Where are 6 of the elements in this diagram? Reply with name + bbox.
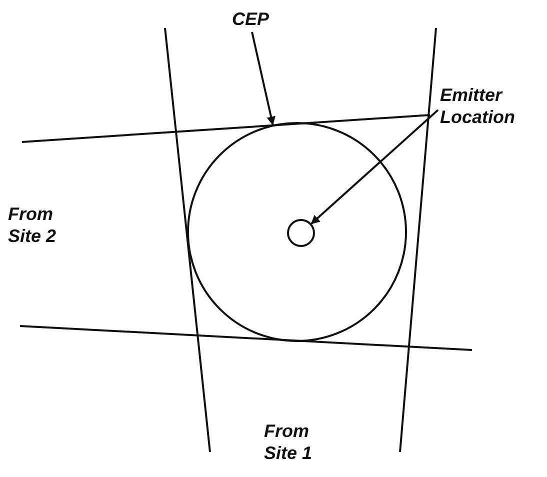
site-label: From Site 1 — [264, 420, 314, 464]
cep-circle — [187, 122, 407, 342]
leader-arrow — [310, 109, 439, 224]
emitter-circle — [287, 219, 315, 247]
leader-arrow — [251, 32, 276, 126]
site-label: From Site 2 — [8, 203, 58, 247]
